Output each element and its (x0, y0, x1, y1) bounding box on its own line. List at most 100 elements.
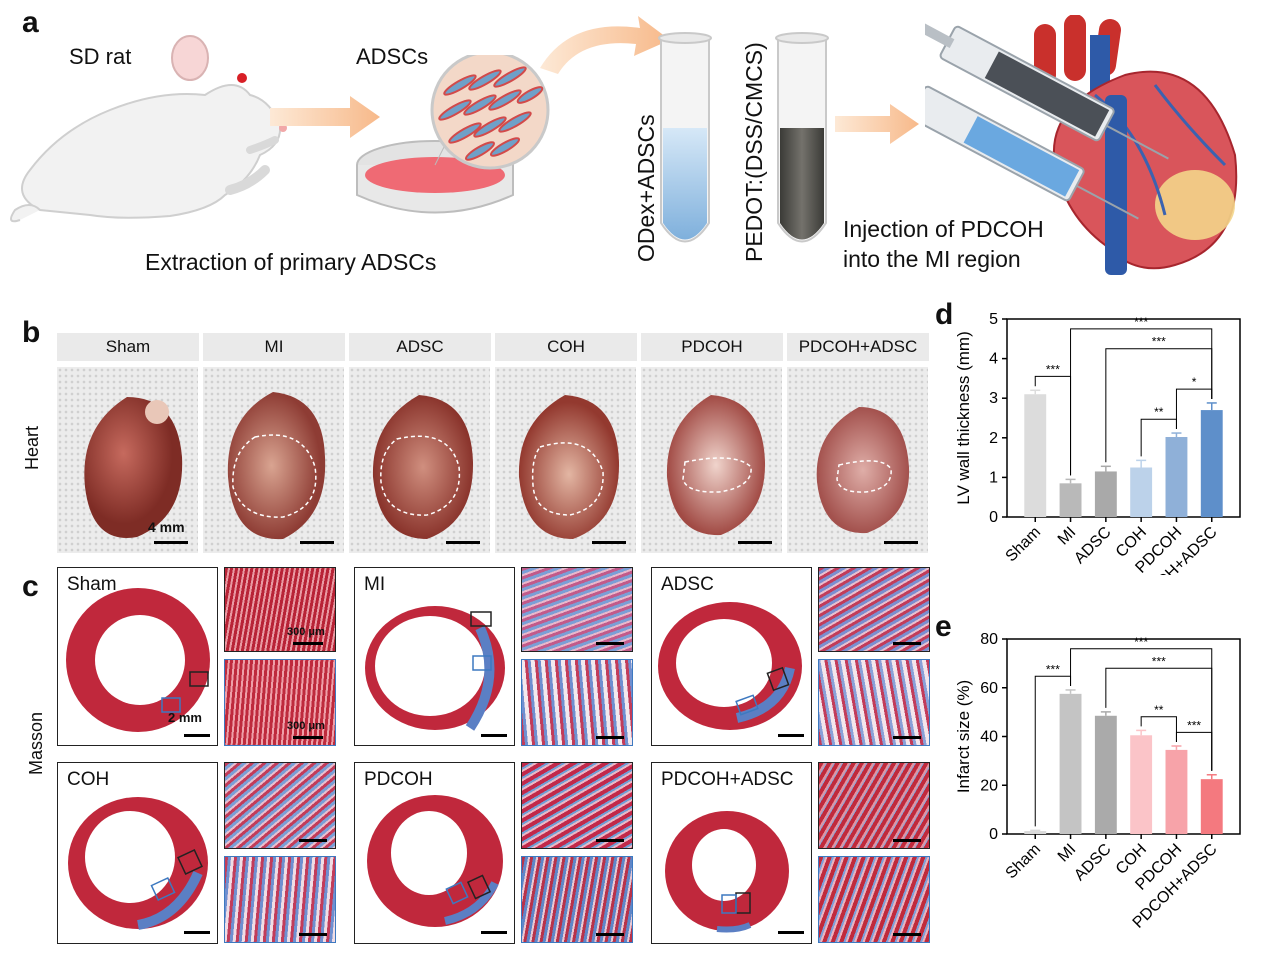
masson-label-adsc: ADSC (661, 574, 714, 595)
x-tick-label: Sham (1002, 841, 1044, 883)
scale-bar (592, 541, 626, 544)
masson-thumb-black-pdcoh (521, 762, 633, 849)
scale-bar (446, 541, 480, 544)
tube-odex-adscs (658, 32, 712, 243)
masson-scale-label: 2 mm (168, 710, 202, 725)
curved-arrow (540, 16, 670, 74)
x-tick-label: MI (1055, 841, 1080, 866)
y-tick-label: 0 (989, 826, 998, 843)
bar (1059, 483, 1082, 517)
x-tick-label: ADSC (1071, 841, 1114, 884)
heart-photo-sham (57, 367, 198, 553)
panel-label-a: a (22, 6, 39, 39)
bar (1200, 779, 1223, 834)
row-label-masson: Masson (26, 711, 46, 775)
heart-photo-mi (203, 367, 344, 553)
significance-label: * (1192, 375, 1197, 389)
masson-thumb-blue-sham: 300 μm (224, 659, 336, 746)
scale-bar (596, 736, 624, 739)
scale-bar (893, 642, 921, 645)
significance-bracket (1175, 731, 1213, 771)
heart-photo-pdcoh-adsc (787, 367, 928, 553)
masson-section-coh: COH (57, 762, 218, 944)
petri-dish-illustration (356, 55, 550, 214)
y-tick-label: 40 (980, 729, 998, 746)
tube1-label: ODex+ADSCs (633, 114, 659, 262)
masson-label-mi: MI (364, 574, 386, 595)
group-header-adsc: ADSC (349, 333, 491, 361)
scale-bar (300, 541, 334, 544)
masson-label-coh: COH (67, 769, 110, 790)
y-tick-label: 0 (989, 509, 998, 526)
masson-label-pdcoh-adsc: PDCOH+ADSC (661, 769, 794, 790)
y-tick-label: 5 (989, 311, 998, 328)
scale-bar (154, 541, 188, 544)
significance-label: *** (1046, 362, 1060, 376)
scale-bar (293, 736, 323, 739)
x-tick-label: Sham (1002, 524, 1044, 566)
group-header-mi: MI (203, 333, 345, 361)
masson-thumb-black-adsc (818, 567, 930, 652)
group-header-pdcoh: PDCOH (641, 333, 783, 361)
significance-bracket (1105, 667, 1213, 771)
panel-label-e: e (935, 610, 952, 643)
group-header-coh: COH (495, 333, 637, 361)
scale-bar (481, 734, 507, 737)
significance-label: ** (1154, 405, 1164, 419)
thumb-scale-label: 300 μm (287, 626, 325, 638)
tube-pedot (775, 32, 829, 243)
masson-section-mi: MI (354, 567, 515, 746)
heart-scale-label: 4 mm (148, 519, 185, 535)
bar (1024, 831, 1047, 834)
bar (1094, 715, 1117, 834)
masson-thumb-blue-pdcoh-adsc (818, 856, 930, 943)
masson-thumb-blue-pdcoh (521, 856, 633, 943)
y-axis-label: Infarct size (%) (954, 680, 973, 793)
significance-label: *** (1134, 635, 1148, 649)
significance-bracket (1175, 388, 1213, 430)
panel-label-c: c (22, 570, 39, 603)
scale-bar (893, 736, 921, 739)
scale-bar (893, 933, 921, 936)
x-tick-label: MI (1055, 524, 1080, 549)
heart-photo-pdcoh (641, 367, 782, 553)
scale-bar (596, 839, 624, 842)
y-tick-label: 60 (980, 680, 998, 697)
significance-label: *** (1134, 315, 1148, 329)
scale-bar (596, 642, 624, 645)
tube2-label: PEDOT:(DSS/CMCS) (741, 42, 767, 262)
bar (1130, 467, 1153, 517)
significance-label: *** (1152, 654, 1166, 668)
rat-illustration (10, 35, 287, 223)
scale-bar (884, 541, 918, 544)
injection-caption-line1: Injection of PDCOH (843, 216, 1044, 242)
extraction-caption: Extraction of primary ADSCs (145, 249, 437, 275)
bar (1094, 471, 1117, 517)
masson-thumb-blue-mi (521, 659, 633, 746)
scale-bar (893, 839, 921, 842)
x-tick-label: ADSC (1071, 524, 1114, 567)
scale-bar (778, 931, 804, 934)
bar (1024, 394, 1047, 517)
bar (1130, 735, 1153, 834)
adscs-label: ADSCs (356, 44, 429, 69)
significance-bracket (1140, 716, 1177, 743)
plot-frame (1006, 318, 1241, 518)
heart-photo-coh (495, 367, 636, 553)
masson-label-sham: Sham (67, 574, 117, 595)
significance-label: ** (1154, 703, 1164, 717)
bar (1059, 693, 1082, 834)
scale-bar (184, 931, 210, 934)
heart-injection-illustration (925, 15, 1238, 275)
scale-bar (293, 642, 323, 645)
arrow-to-heart (835, 104, 919, 144)
y-tick-label: 20 (980, 777, 998, 794)
significance-label: *** (1187, 718, 1201, 732)
y-tick-label: 1 (989, 469, 998, 486)
group-header-pdcoh-adsc: PDCOH+ADSC (787, 333, 929, 361)
scale-bar (184, 734, 210, 737)
masson-section-adsc: ADSC (651, 567, 812, 746)
masson-section-pdcoh: PDCOH (354, 762, 515, 944)
